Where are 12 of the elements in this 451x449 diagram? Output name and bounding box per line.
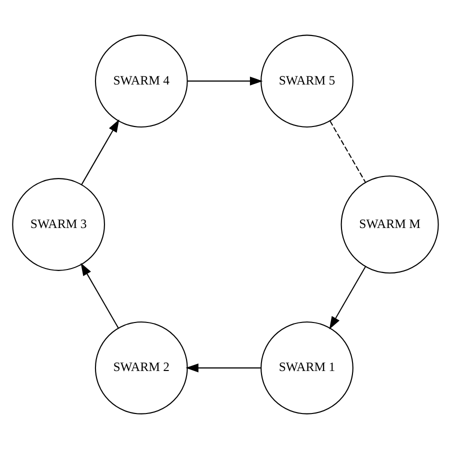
arrow <box>329 266 366 330</box>
arrow <box>81 119 120 185</box>
node-circle: SWARM 3 <box>12 178 106 271</box>
node-circle: SWARM 2 <box>94 321 188 414</box>
arrow <box>188 76 263 86</box>
node-circle: SWARM 4 <box>94 34 188 128</box>
node-circle: SWARM 1 <box>260 321 354 414</box>
node-circle: SWARM M <box>340 175 439 274</box>
connector <box>330 120 366 183</box>
arrow <box>80 262 119 328</box>
arrow <box>186 363 261 372</box>
node-circle: SWARM 5 <box>260 34 354 128</box>
